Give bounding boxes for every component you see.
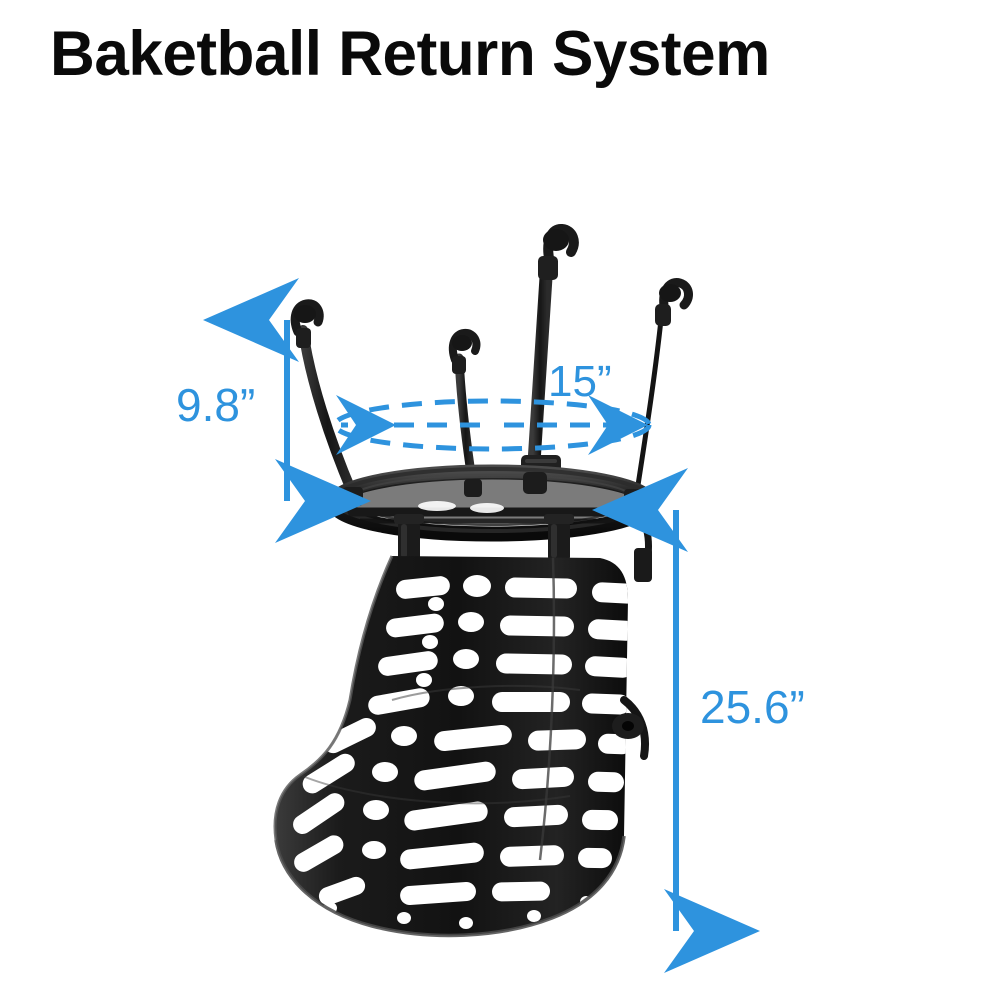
- page-title: Baketball Return System: [50, 19, 770, 89]
- dimension-label-overall-height: 25.6”: [700, 681, 805, 733]
- strap-group: [290, 224, 693, 501]
- connector-posts: [394, 514, 574, 562]
- dimension-label-ring-diameter: 15”: [548, 357, 612, 406]
- dimension-label-strap-height: 9.8”: [176, 379, 256, 431]
- return-chute: [273, 555, 649, 938]
